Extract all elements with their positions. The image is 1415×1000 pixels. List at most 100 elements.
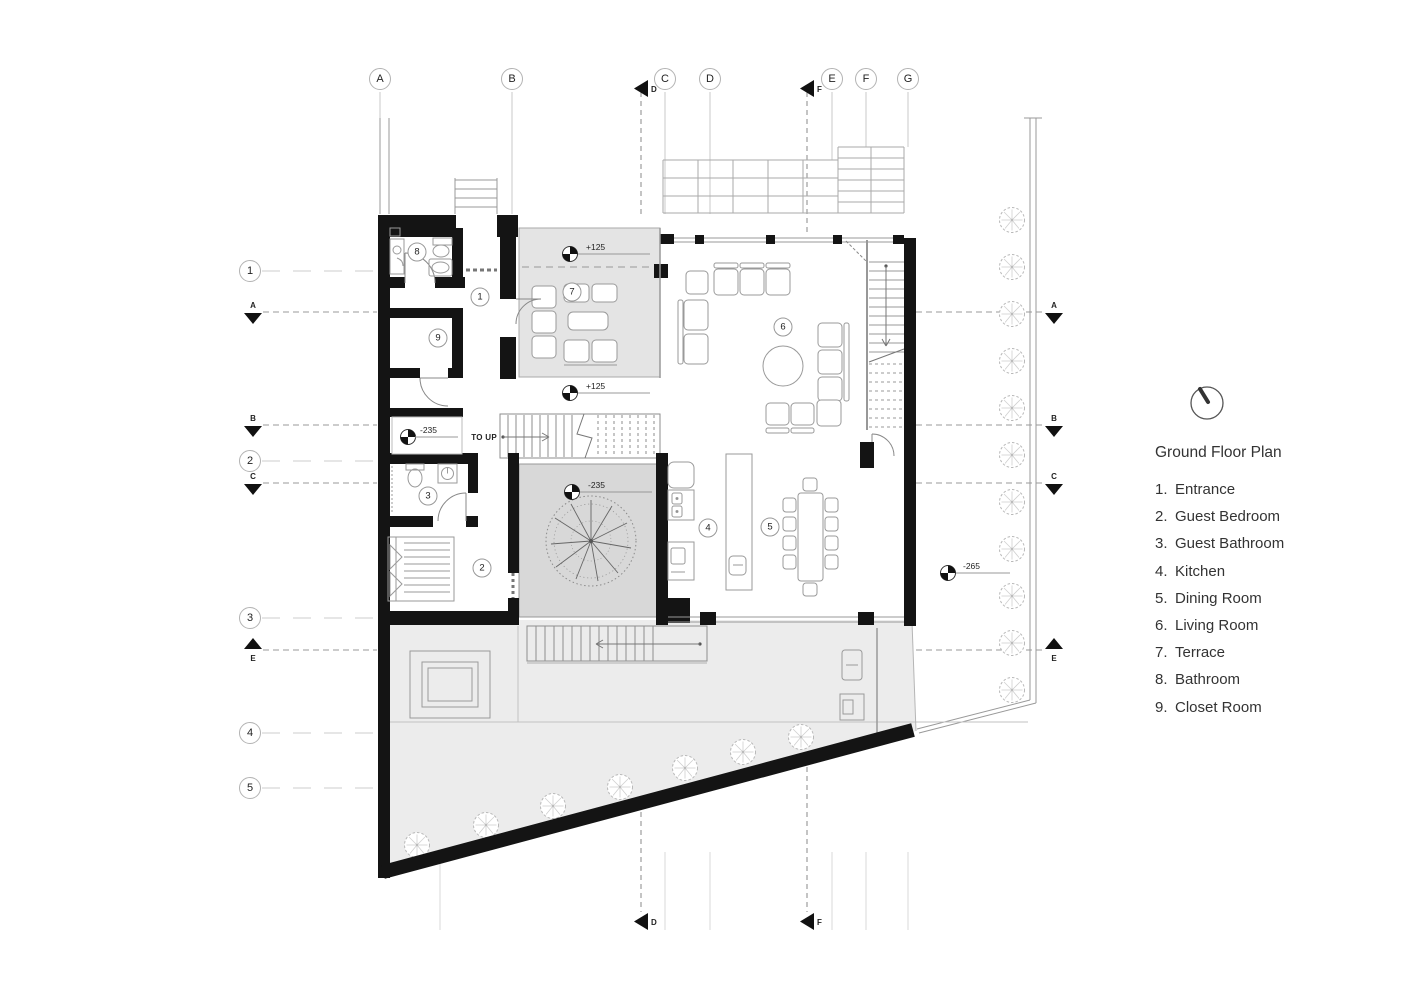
svg-text:2: 2 (479, 563, 484, 574)
legend-item: 2.Guest Bedroom (1155, 503, 1405, 530)
svg-text:G: G (904, 73, 913, 85)
bush-icon (999, 442, 1025, 468)
grid-bubble: 5 (239, 777, 261, 799)
dining-chairs (782, 477, 839, 597)
svg-text:F: F (817, 918, 822, 927)
legend-item-label: Living Room (1175, 617, 1259, 635)
svg-text:-265: -265 (963, 561, 980, 571)
toilet-icon (405, 463, 425, 488)
room-label: 9 (428, 328, 448, 348)
bush-icon (473, 812, 499, 838)
grid-bubble: 3 (239, 607, 261, 629)
svg-text:+125: +125 (586, 381, 605, 391)
side-stairs (866, 240, 905, 457)
sink-icon (667, 489, 695, 521)
sofa-icon (677, 262, 850, 434)
svg-text:5: 5 (767, 522, 772, 533)
door-arc (419, 377, 449, 407)
grid-bubble: 1 (239, 260, 261, 282)
door-arc (871, 433, 895, 457)
grid-bubble: E (821, 68, 843, 90)
svg-text:A: A (376, 73, 384, 85)
section-arrow-icon: F (800, 80, 822, 97)
grid-bubble: 4 (239, 722, 261, 744)
room-label: 6 (773, 317, 793, 337)
bush-icon (672, 755, 698, 781)
coffee-table-icon (762, 345, 804, 387)
room-label: 8 (407, 242, 427, 262)
side-bush-row (999, 207, 1025, 703)
section-arrow-icon: C (244, 472, 262, 495)
grid-bubble: B (501, 68, 523, 90)
legend-item-label: Guest Bathroom (1175, 535, 1285, 553)
bush-icon (999, 489, 1025, 515)
room-label: 5 (760, 517, 780, 537)
garden-fixture (839, 649, 865, 721)
grid-bubble: F (855, 68, 877, 90)
section-arrow-icon: B (244, 414, 262, 437)
room-label: 4 (698, 518, 718, 538)
svg-text:D: D (651, 918, 657, 927)
dining-table-icon (797, 492, 824, 582)
legend-item-label: Entrance (1175, 481, 1236, 498)
svg-text:1: 1 (247, 265, 253, 277)
building-walls (378, 215, 916, 879)
svg-text:2: 2 (247, 455, 253, 467)
toilet-icon (432, 237, 453, 258)
section-arrow-icon: F (800, 913, 822, 930)
bush-icon (788, 724, 814, 750)
level-marker-icon: -235 (400, 425, 458, 445)
section-arrow-icon: B (1045, 414, 1063, 437)
legend-item-label: Terrace (1175, 644, 1226, 662)
garden-stairs (526, 625, 708, 664)
bathtub-icon (428, 258, 453, 277)
svg-text:D: D (651, 85, 657, 94)
level-marker-icon: -235 (564, 480, 652, 500)
dining-furniture (782, 477, 839, 597)
planter (409, 650, 491, 719)
legend-item-label: Closet Room (1175, 698, 1262, 716)
north-arrow-icon (1190, 386, 1224, 420)
svg-text:1: 1 (477, 292, 482, 303)
grid-bubble: G (897, 68, 919, 90)
svg-text:C: C (661, 73, 669, 85)
sink-counter (389, 238, 405, 275)
level-marker-icon: -265 (940, 561, 1010, 581)
living-room-furniture (677, 262, 850, 434)
room-label: 2 (472, 558, 492, 578)
bush-icon (999, 301, 1025, 327)
kitchen-fixtures (667, 453, 753, 591)
svg-text:E: E (250, 654, 256, 663)
courtyard-tree-icon (545, 495, 637, 587)
legend-item: 7.Terrace (1155, 639, 1405, 666)
legend-item-label: Bathroom (1175, 671, 1241, 689)
stair-direction-arrow (881, 264, 891, 347)
bush-icon (999, 536, 1025, 562)
legend-item: 4.Kitchen (1155, 558, 1405, 585)
bedroom-furniture (387, 536, 455, 602)
room-label: 1 (470, 287, 490, 307)
door-arc (437, 492, 467, 522)
bush-icon (730, 739, 756, 765)
legend-item: 3.Guest Bathroom (1155, 530, 1405, 557)
room-labels: 1 2 3 4 5 6 7 8 9 (407, 242, 793, 578)
svg-text:9: 9 (435, 333, 440, 344)
site-fence (379, 117, 1042, 734)
main-stairs (499, 413, 661, 459)
entry-steps (454, 178, 498, 214)
svg-text:F: F (863, 73, 870, 85)
bush-icon (999, 583, 1025, 609)
legend-item-label: Guest Bedroom (1175, 508, 1281, 526)
svg-text:F: F (817, 85, 822, 94)
column-bubbles: A B C D E F G (369, 68, 919, 90)
section-arrow-icon: C (1045, 472, 1063, 495)
svg-text:A: A (1051, 301, 1057, 310)
svg-text:4: 4 (705, 523, 710, 534)
level-marker-icon: +125 (562, 242, 650, 262)
terrace-furniture (531, 283, 618, 366)
faucet-icon (396, 257, 404, 267)
svg-text:+125: +125 (586, 242, 605, 252)
bush-icon (540, 793, 566, 819)
bathroom-fixtures (389, 227, 453, 277)
pergola-grid (662, 146, 905, 214)
